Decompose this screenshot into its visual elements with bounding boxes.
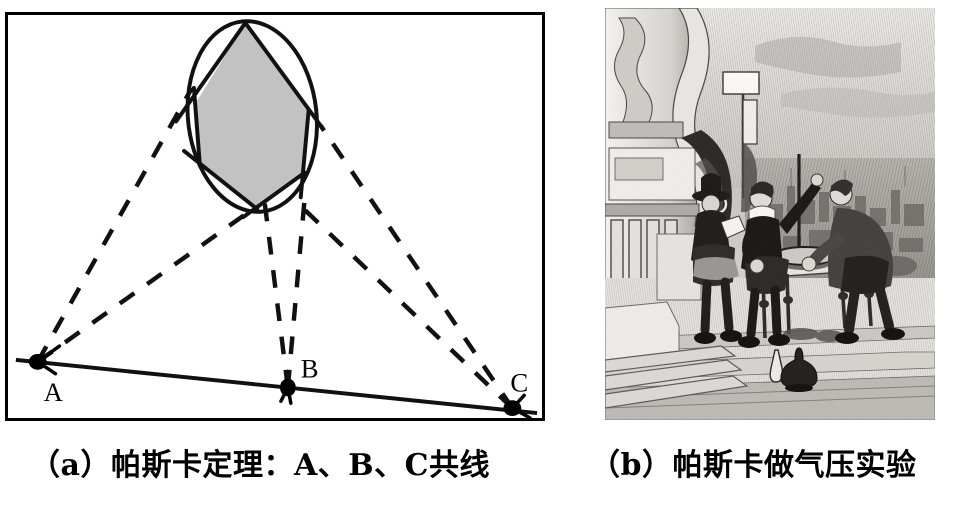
pascal-line [15,357,538,416]
barometer-engraving-svg [605,8,935,420]
point-c-label: C [510,367,528,397]
hexagon-sides [174,20,323,219]
pascal-extension-lines [35,86,515,410]
figure-a-caption: （a）帕斯卡定理：A、B、C共线 [30,448,490,483]
extension-line-a2 [36,208,253,364]
figure-a-panel: A B C [5,12,545,421]
figure-b-caption: （b）帕斯卡做气压实验 [590,448,917,483]
point-b-label: B [301,354,319,384]
extension-line-a1 [35,86,194,363]
figure-b-panel [605,8,935,420]
extension-line-c2 [295,200,514,410]
caption-row: （a）帕斯卡定理：A、B、C共线 （b）帕斯卡做气压实验 [0,432,979,514]
point-whiskers [35,344,532,418]
conic-ellipse [185,19,319,214]
extension-line-b1 [260,190,291,388]
extension-line-c1 [318,124,515,410]
figure-row: A B C [5,8,935,421]
pascal-theorem-svg: A B C [15,19,538,418]
point-a-label: A [44,377,64,407]
inscribed-hexagon [195,22,309,210]
